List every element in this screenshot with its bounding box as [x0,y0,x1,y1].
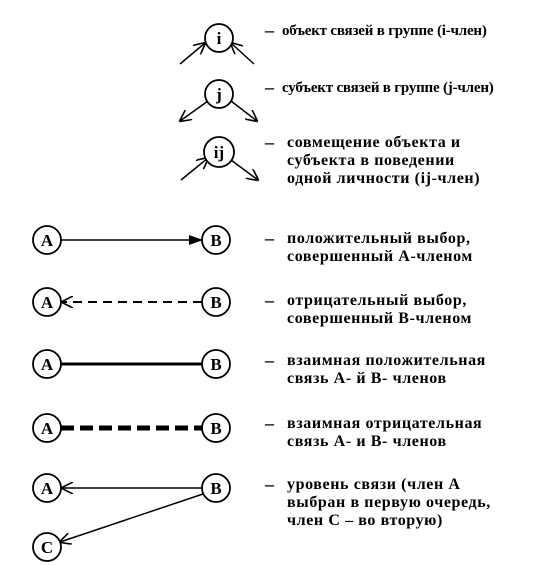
legend-dash: – [264,474,275,494]
node-ij-circle [203,136,235,168]
node-b-label: B [210,355,221,374]
object-symbol: i [179,23,255,65]
node-b-label: B [210,293,221,312]
negative-choice-symbol: A B [32,287,231,317]
legend-dash: – [264,77,275,97]
legend-dash: – [264,228,275,248]
legend-text-positive-choice: положительный выбор, совершенный А-члено… [287,230,473,265]
legend-dash: – [264,413,275,433]
mutual-negative-symbol: A B [32,413,231,443]
legend-text-subject: субъект связей в группе (j-член) [282,80,494,96]
node-a-label: A [41,419,54,438]
subject-symbol: j [180,79,257,121]
link-level-symbol: A B C [32,473,231,562]
node-a-label: A [41,479,54,498]
positive-choice-symbol: A B [32,225,231,255]
combined-symbol: ij [180,136,258,180]
node-b-label: B [210,231,221,250]
node-a-label: A [41,231,54,250]
node-a-label: A [41,293,54,312]
node-j-label: j [215,85,222,104]
legend-dash: – [264,290,275,310]
node-c-label: C [41,538,53,557]
legend-text-object: объект связей в группе (i-член) [282,23,487,39]
legend-text-combined: совмещение объекта и субъекта в поведени… [287,134,481,187]
node-i-circle [204,23,234,53]
mutual-positive-symbol: A B [32,349,231,379]
node-j-circle [204,79,234,109]
legend-dash: – [264,132,275,152]
legend-text-link-level: уровень связи (член А выбран в первую оч… [287,476,491,529]
node-b-label: B [210,419,221,438]
legend-text-mutual-positive: взаимная положительная связь А- й В- чле… [287,352,486,387]
legend-dash: – [264,350,275,370]
node-a-label: A [41,355,54,374]
legend-text-mutual-negative: взаимная отрицательная связь А- и В- чле… [287,415,483,450]
node-ij-label: ij [214,143,224,162]
node-i-label: i [217,29,222,48]
legend-dash: – [264,20,275,40]
legend-text-negative-choice: отрицательный выбор, совершенный В-члено… [287,292,473,327]
node-b-label: B [210,479,221,498]
